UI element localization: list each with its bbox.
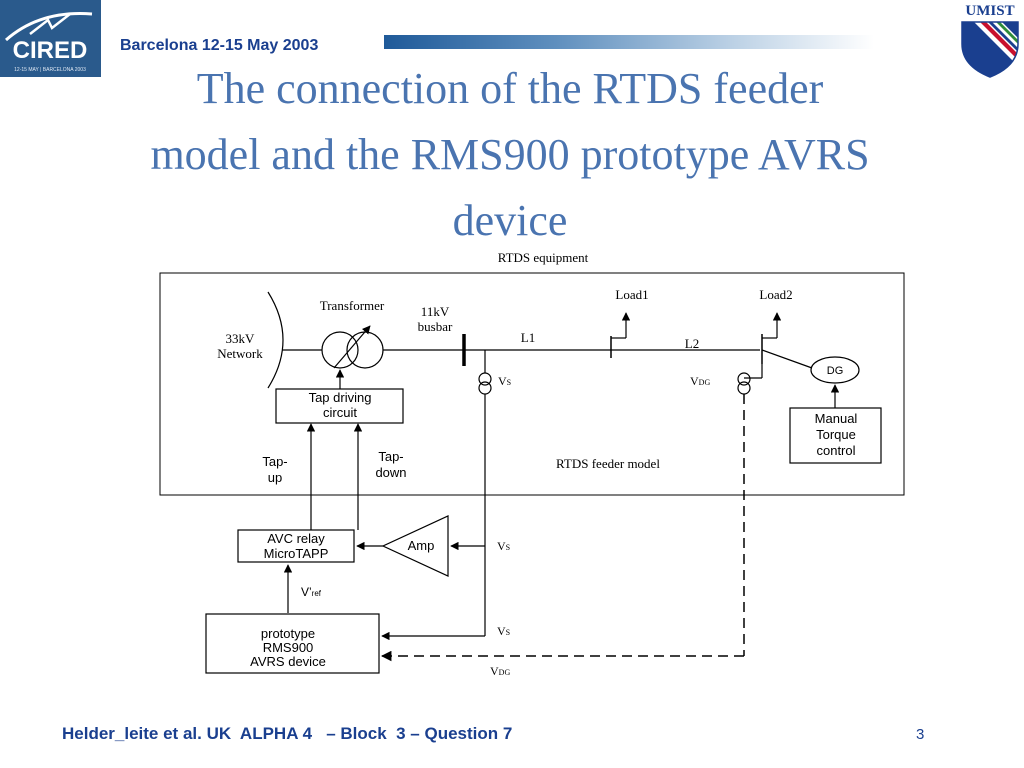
vdg-ct-1	[737, 372, 751, 386]
vs-amp-label: VS	[497, 539, 510, 553]
cired-logo-subtext: 12-15 MAY | BARCELONA 2003	[14, 67, 86, 73]
prototype-avrs-box	[205, 613, 380, 674]
prototype-label-2: RMS900	[263, 640, 314, 655]
vs-label: VS	[498, 374, 511, 388]
cired-logo-text: CIRED	[13, 37, 88, 64]
title-line-3: device	[452, 196, 568, 245]
manual-torque-label-2: Torque	[816, 427, 856, 442]
amplifier	[381, 515, 449, 577]
rtds-equipment-box	[159, 272, 905, 496]
footer-text: Helder_leite et al. UK ALPHA 4 – Block 3…	[62, 724, 513, 743]
tap-up-label-2: up	[268, 470, 282, 485]
title-line-1: The connection of the RTDS feeder	[196, 64, 824, 113]
load2-label: Load2	[759, 287, 792, 302]
header-date: Barcelona 12-15 May 2003	[120, 37, 319, 54]
tap-down-label-2: down	[375, 465, 406, 480]
header-gradient-bar	[384, 35, 874, 49]
vs-ct-1	[478, 372, 492, 386]
l1-label: L1	[521, 330, 535, 345]
transformer-label: Transformer	[320, 298, 385, 313]
title-line-2: model and the RMS900 prototype AVRS	[150, 130, 870, 179]
tap-driving-label-2: circuit	[323, 405, 357, 420]
network-label-2: Network	[217, 346, 263, 361]
dg-connection-line	[761, 349, 813, 369]
dg-label: DG	[827, 365, 844, 377]
tap-down-label-1: Tap-	[378, 449, 403, 464]
vref-label: V’ref	[301, 585, 322, 599]
network-arc	[267, 291, 284, 389]
vdg-ct-2	[737, 381, 751, 395]
avc-relay-box	[237, 529, 355, 563]
manual-torque-label-3: control	[816, 443, 855, 458]
slide-title: The connection of the RTDS feeder model …	[60, 56, 960, 254]
transformer-winding-2	[346, 331, 384, 369]
vs-prototype-label: VS	[497, 624, 510, 638]
load1-label: Load1	[615, 287, 648, 302]
transformer-winding-1	[321, 331, 359, 369]
network-label-1: 33kV	[226, 331, 256, 346]
dg-generator	[810, 356, 860, 384]
tap-driving-label-1: Tap driving	[309, 390, 372, 405]
cired-logo: CIRED 12-15 MAY | BARCELONA 2003	[0, 0, 101, 77]
prototype-label-3: AVRS device	[250, 654, 326, 669]
vdg-prototype-label: VDG	[490, 664, 510, 678]
busbar-label-1: 11kV	[421, 304, 450, 319]
manual-torque-control-box	[789, 407, 882, 464]
feeder-model-label: RTDS feeder model	[556, 456, 660, 471]
busbar-label-2: busbar	[418, 319, 453, 334]
prototype-label-1: prototype	[261, 626, 315, 641]
tap-driving-circuit-box	[275, 388, 404, 424]
transformer-tap-arrow	[333, 325, 371, 369]
umist-logo-text: UMIST	[965, 3, 1014, 19]
rtds-equipment-label: RTDS equipment	[498, 250, 589, 265]
page-number: 3	[916, 726, 925, 743]
umist-logo: UMIST	[950, 0, 1024, 80]
avc-relay-label-2: MicroTAPP	[264, 546, 329, 561]
avc-relay-label-1: AVC relay	[267, 531, 325, 546]
amp-label: Amp	[408, 538, 435, 553]
vdg-label: VDG	[690, 374, 710, 388]
l2-label: L2	[685, 336, 699, 351]
manual-torque-label-1: Manual	[815, 411, 858, 426]
tap-up-label-1: Tap-	[262, 454, 287, 469]
vs-ct-2	[478, 381, 492, 395]
